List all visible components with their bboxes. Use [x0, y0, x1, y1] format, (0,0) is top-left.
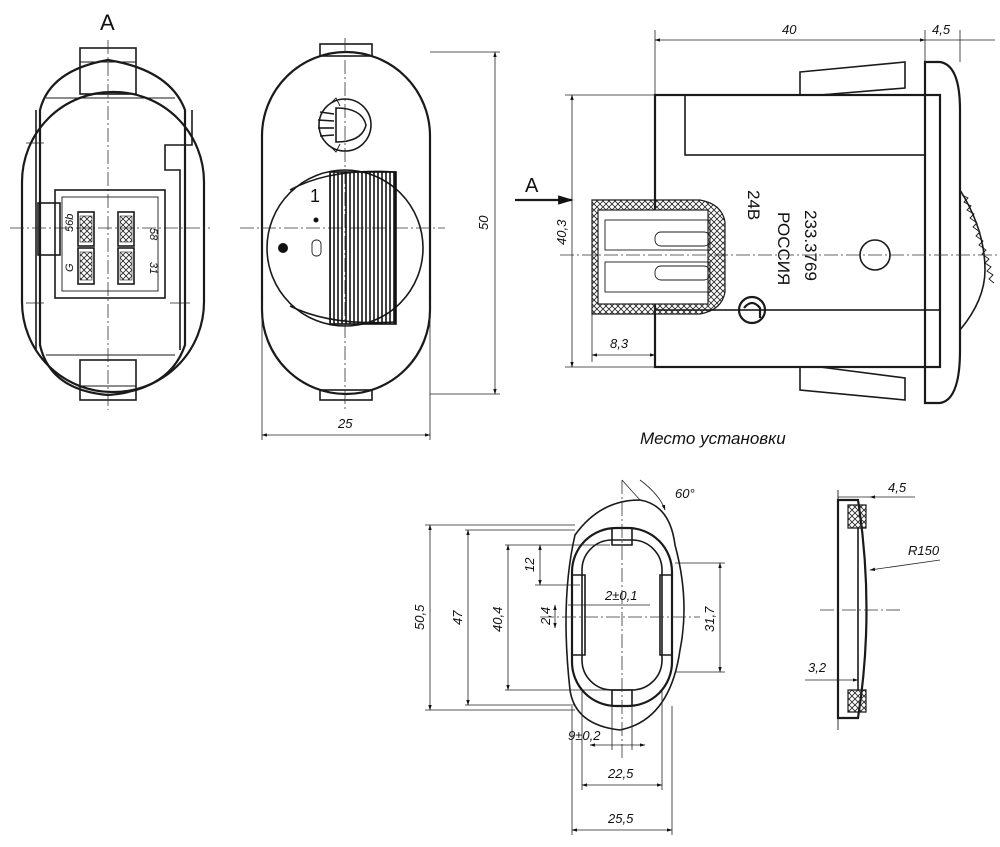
- side-bezel: [923, 60, 962, 405]
- marking-voltage: 24В: [744, 190, 763, 220]
- dim-25-5: 25,5: [607, 811, 634, 826]
- mounting-cutout: Место установки 60° 50,5 47 40,4 12 2,4: [412, 429, 786, 835]
- terminal-label-56b: 56b: [64, 214, 76, 232]
- view-a-outline: [20, 90, 206, 394]
- dim-12: 12: [522, 557, 537, 572]
- section-dim-radius: R150: [908, 543, 940, 558]
- knob-position-label: 1: [310, 186, 320, 206]
- terminal-56b: [77, 211, 95, 247]
- terminal-g: [77, 247, 95, 285]
- side-dim-height: 40,3: [554, 219, 569, 245]
- dim-2-4: 2,4: [538, 607, 553, 626]
- connector-block: [54, 189, 166, 299]
- mounting-title: Место установки: [640, 429, 786, 448]
- terminal-31: [117, 247, 135, 285]
- dim-h40-4: 40,4: [490, 607, 505, 632]
- panel-section: [836, 498, 868, 720]
- section-dim-thickness: 4,5: [888, 480, 907, 495]
- dim-slot: 2±0,1: [604, 588, 637, 603]
- terminal-label-g: G: [64, 263, 76, 272]
- dim-31-7: 31,7: [702, 606, 717, 632]
- view-a: А 56b 58 G 31: [10, 10, 210, 410]
- side-view: 233.3769 РОССИЯ 24В А 40 4,5 40,3 8,3: [515, 22, 1000, 405]
- section-view: 4,5 R150 3,2: [805, 480, 941, 730]
- arrow-a-label: А: [525, 175, 539, 197]
- mounting-outline: [565, 499, 685, 731]
- certification-mark-icon: [737, 295, 767, 325]
- knob-recess: [266, 169, 424, 327]
- front-dim-height: 50: [476, 215, 491, 230]
- side-dim-bezel: 4,5: [932, 22, 951, 37]
- dim-22-5: 22,5: [607, 766, 634, 781]
- side-dim-depth: 40: [782, 22, 797, 37]
- view-a-label: А: [100, 10, 115, 35]
- front-view: 1 50 25: [240, 38, 500, 440]
- terminal-label-31: 31: [147, 262, 159, 274]
- dim-h47: 47: [450, 610, 465, 625]
- headlight-range-icon: [317, 97, 372, 153]
- terminal-58: [117, 211, 135, 247]
- section-dim-3-2: 3,2: [808, 660, 827, 675]
- terminal-label-58: 58: [147, 228, 159, 241]
- front-dim-width: 25: [337, 416, 353, 431]
- dim-angle: 60°: [675, 486, 695, 501]
- marking-country: РОССИЯ: [774, 212, 793, 285]
- dim-outer-h: 50,5: [412, 604, 427, 630]
- front-bezel: [260, 50, 432, 396]
- dim-9: 9±0,2: [568, 728, 601, 743]
- knob-knurled: [329, 171, 397, 325]
- marking-part-number: 233.3769: [801, 210, 820, 281]
- side-dim-connector: 8,3: [610, 336, 629, 351]
